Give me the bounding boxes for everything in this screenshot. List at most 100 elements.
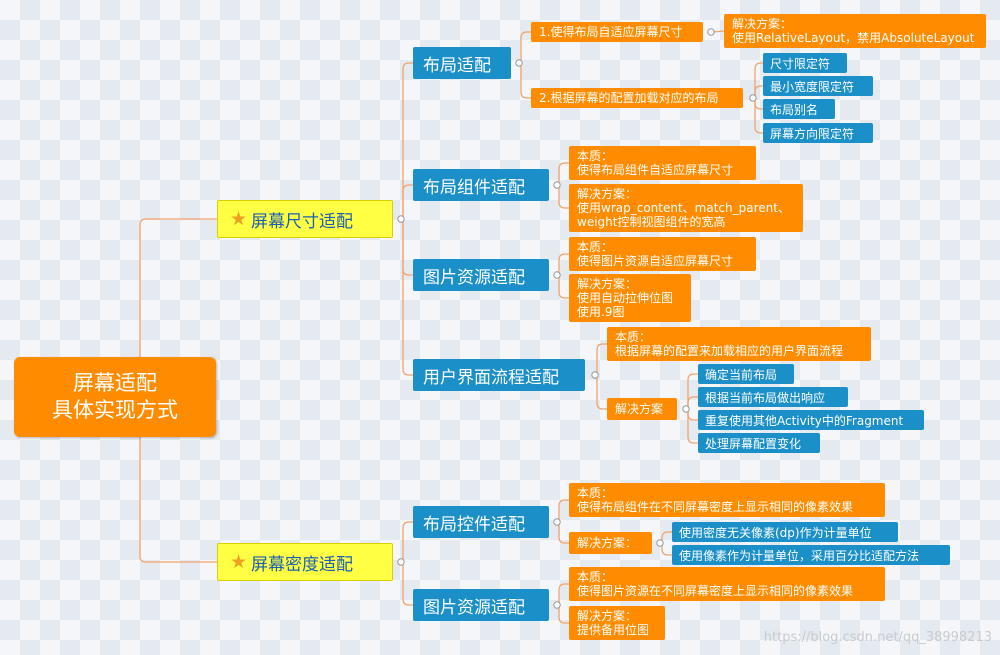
density-image-solution[interactable]: 解决方案： 提供备用位图 bbox=[569, 606, 665, 640]
layout-item1-label: 1.使得布局自适应屏幕尺寸 bbox=[539, 25, 683, 39]
collapse-handle bbox=[682, 405, 690, 413]
topic-density-label: 屏幕密度适配 bbox=[251, 554, 354, 575]
connector-line bbox=[687, 396, 698, 409]
collapse-handle bbox=[749, 94, 757, 102]
qualifier-label: 最小宽度限定符 bbox=[770, 79, 855, 94]
topic-component-adapt-label: 布局组件适配 bbox=[423, 177, 525, 198]
flow-essence[interactable]: 本质： 根据屏幕的配置来加载相应的用户界面流程 bbox=[607, 327, 871, 361]
connector-line bbox=[754, 85, 763, 98]
essence-text: 根据屏幕的配置来加载相应的用户界面流程 bbox=[615, 344, 844, 358]
connector-line bbox=[558, 605, 569, 624]
solution-text: 提供备用位图 bbox=[577, 623, 650, 637]
step-label: 确定当前布局 bbox=[705, 367, 778, 382]
topic-image-adapt-label: 图片资源适配 bbox=[423, 267, 525, 288]
connector-line bbox=[596, 343, 607, 375]
method-dp[interactable]: 使用密度无关像素(dp)作为计量单位 bbox=[672, 522, 898, 542]
step-label: 根据当前布局做出响应 bbox=[705, 390, 826, 405]
step-label: 重复使用其他Activity中的Fragment bbox=[705, 413, 904, 428]
connector-line bbox=[139, 218, 217, 357]
qualifier-orientation[interactable]: 屏幕方向限定符 bbox=[763, 123, 873, 143]
collapse-handle bbox=[707, 28, 715, 36]
connector-line bbox=[558, 583, 569, 605]
root-topic[interactable]: 屏幕适配 具体实现方式 bbox=[14, 357, 216, 437]
topic-layout-adapt-label: 布局适配 bbox=[423, 55, 491, 76]
method-percent[interactable]: 使用像素作为计量单位，采用百分比适配方法 bbox=[672, 545, 950, 565]
root-title-line1: 屏幕适配 bbox=[73, 371, 157, 395]
topic-component-adapt[interactable]: 布局组件适配 bbox=[413, 169, 549, 201]
topic-widget-adapt-label: 布局控件适配 bbox=[423, 514, 525, 535]
qualifier-label: 屏幕方向限定符 bbox=[770, 126, 855, 141]
watermark: https://blog.csdn.net/qq_38998213 bbox=[763, 630, 992, 645]
solution-text: 使用wrap_content、match_parent、 bbox=[577, 201, 790, 215]
root-title-line2: 具体实现方式 bbox=[52, 398, 178, 422]
collapse-handle bbox=[397, 215, 405, 223]
flow-step-reuse-fragment[interactable]: 重复使用其他Activity中的Fragment bbox=[698, 410, 924, 430]
topic-density-image-adapt[interactable]: 图片资源适配 bbox=[413, 589, 549, 621]
topic-screen-size-label: 屏幕尺寸适配 bbox=[251, 211, 354, 232]
connector-line bbox=[139, 437, 217, 563]
layout-item2[interactable]: 2.根据屏幕的配置加载对应的布局 bbox=[531, 88, 743, 108]
essence-heading: 本质： bbox=[615, 330, 652, 344]
collapse-handle bbox=[553, 601, 561, 609]
topic-density-image-adapt-label: 图片资源适配 bbox=[423, 597, 525, 618]
solution-heading: 解决方案： bbox=[577, 536, 638, 550]
image-essence[interactable]: 本质： 使得图片资源自适应屏幕尺寸 bbox=[569, 237, 756, 271]
essence-heading: 本质： bbox=[577, 240, 614, 254]
connector-line bbox=[558, 522, 569, 544]
connector-line bbox=[402, 62, 413, 219]
layout-item1-solution[interactable]: 解决方案： 使用RelativeLayout，禁用AbsoluteLayout bbox=[724, 14, 986, 48]
collapse-handle bbox=[553, 271, 561, 279]
solution-heading: 解决方案 bbox=[615, 402, 664, 416]
image-solution[interactable]: 解决方案： 使用自动拉伸位图 使用.9图 bbox=[569, 274, 691, 322]
widget-solution[interactable]: 解决方案： bbox=[569, 532, 652, 554]
collapse-handle bbox=[591, 371, 599, 379]
component-essence[interactable]: 本质： 使得布局组件自适应屏幕尺寸 bbox=[569, 146, 756, 180]
topic-widget-adapt[interactable]: 布局控件适配 bbox=[413, 506, 549, 538]
connector-line bbox=[558, 253, 569, 275]
topic-density[interactable]: ★ 屏幕密度适配 bbox=[217, 543, 393, 581]
component-solution[interactable]: 解决方案： 使用wrap_content、match_parent、 weigh… bbox=[569, 184, 803, 232]
collapse-handle bbox=[515, 59, 523, 67]
connector-line bbox=[661, 531, 672, 543]
method-label: 使用像素作为计量单位，采用百分比适配方法 bbox=[679, 548, 920, 563]
step-label: 处理屏幕配置变化 bbox=[705, 436, 802, 451]
topic-screen-size[interactable]: ★ 屏幕尺寸适配 bbox=[217, 200, 393, 238]
solution-heading: 解决方案： bbox=[732, 17, 793, 31]
solution-text: weight控制视图组件的宽高 bbox=[577, 215, 726, 229]
layout-item1[interactable]: 1.使得布局自适应屏幕尺寸 bbox=[531, 22, 703, 42]
star-icon: ★ bbox=[230, 551, 248, 573]
connector-line bbox=[402, 562, 413, 606]
connector-line bbox=[558, 162, 569, 185]
flow-step-determine-layout[interactable]: 确定当前布局 bbox=[698, 364, 794, 384]
solution-heading: 解决方案： bbox=[577, 277, 638, 291]
connector-line bbox=[687, 409, 698, 444]
qualifier-label: 尺寸限定符 bbox=[770, 56, 831, 71]
essence-heading: 本质： bbox=[577, 486, 614, 500]
connector-line bbox=[754, 98, 763, 134]
qualifier-label: 布局别名 bbox=[770, 102, 819, 117]
flow-step-config-change[interactable]: 处理屏幕配置变化 bbox=[698, 433, 820, 453]
qualifier-smallest-width[interactable]: 最小宽度限定符 bbox=[763, 76, 873, 96]
qualifier-size[interactable]: 尺寸限定符 bbox=[763, 53, 847, 73]
connector-line bbox=[558, 275, 569, 299]
essence-heading: 本质： bbox=[577, 570, 614, 584]
solution-text: 使用自动拉伸位图 bbox=[577, 291, 674, 305]
connector-line bbox=[687, 373, 698, 409]
solution-heading: 解决方案： bbox=[577, 187, 638, 201]
solution-text: 使用RelativeLayout，禁用AbsoluteLayout bbox=[732, 31, 975, 45]
connector-line bbox=[596, 375, 607, 410]
topic-flow-adapt[interactable]: 用户界面流程适配 bbox=[413, 359, 585, 391]
topic-image-adapt[interactable]: 图片资源适配 bbox=[413, 259, 549, 291]
collapse-handle bbox=[553, 518, 561, 526]
topic-layout-adapt[interactable]: 布局适配 bbox=[413, 47, 511, 79]
qualifier-layout-alias[interactable]: 布局别名 bbox=[763, 99, 835, 119]
density-image-essence[interactable]: 本质： 使得图片资源在不同屏幕密度上显示相同的像素效果 bbox=[569, 567, 885, 601]
connector-line bbox=[661, 543, 672, 556]
flow-step-respond[interactable]: 根据当前布局做出响应 bbox=[698, 387, 848, 407]
flow-solution[interactable]: 解决方案 bbox=[607, 398, 677, 420]
essence-text: 使得布局组件自适应屏幕尺寸 bbox=[577, 163, 734, 177]
connector-line bbox=[402, 219, 413, 276]
collapse-handle bbox=[553, 181, 561, 189]
widget-essence[interactable]: 本质： 使得布局组件在不同屏幕密度上显示相同的像素效果 bbox=[569, 483, 885, 517]
